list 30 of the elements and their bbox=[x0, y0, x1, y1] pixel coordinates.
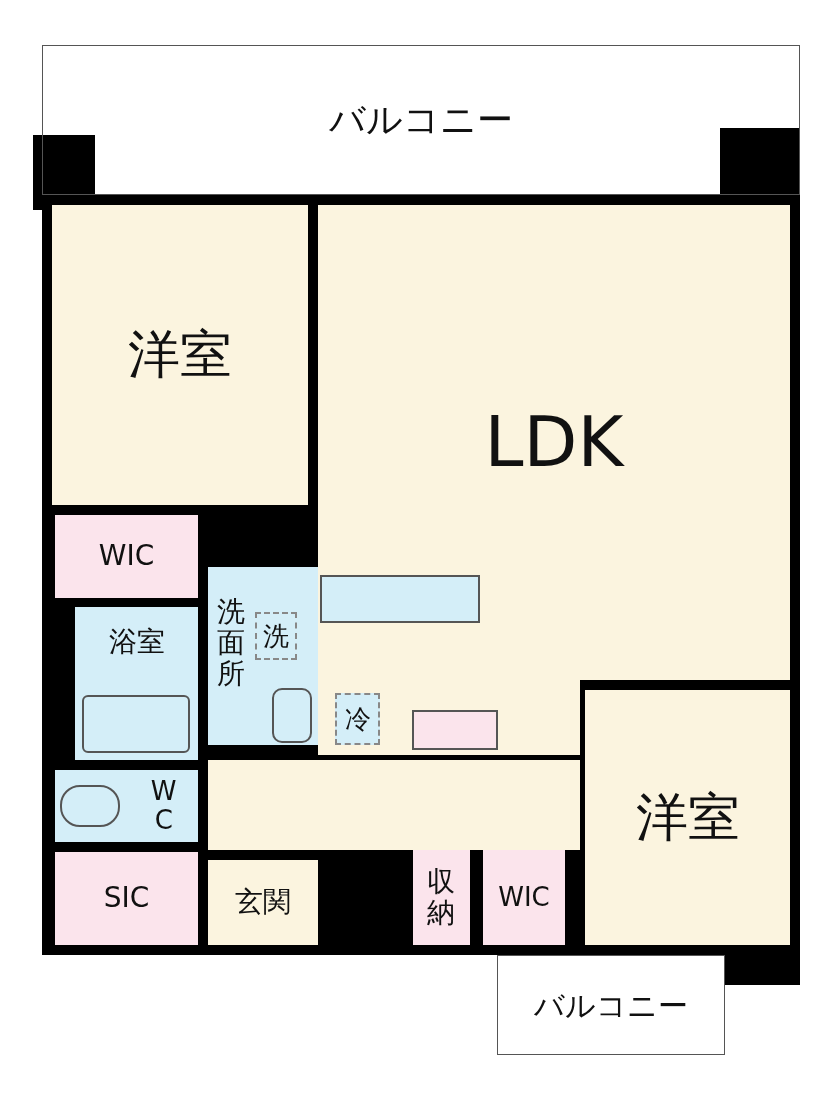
fridge-space bbox=[335, 693, 380, 745]
room-area bbox=[75, 607, 198, 760]
room-area bbox=[208, 860, 318, 945]
room-label: LDK bbox=[484, 404, 624, 481]
room-label: WIC bbox=[98, 541, 155, 572]
room-area bbox=[585, 690, 790, 945]
room-area bbox=[55, 770, 198, 842]
room-label: WIC bbox=[498, 883, 550, 912]
room-label: バルコニー bbox=[534, 988, 688, 1022]
room-label: 洗 bbox=[263, 621, 289, 651]
balcony-area bbox=[42, 45, 800, 195]
room-label: 収納 bbox=[426, 866, 457, 929]
room-label: 玄関 bbox=[235, 887, 291, 918]
room-label: 洋室 bbox=[635, 788, 740, 847]
room-area bbox=[208, 567, 318, 745]
room-label: 冷 bbox=[344, 704, 371, 734]
room-area bbox=[52, 205, 308, 505]
closet-area bbox=[55, 515, 198, 598]
room-area bbox=[318, 205, 790, 680]
closet-area bbox=[413, 850, 470, 945]
room-label: W C bbox=[149, 777, 178, 835]
closet-area bbox=[55, 852, 198, 945]
closet-area bbox=[483, 850, 565, 945]
washer-space bbox=[255, 612, 297, 660]
room-label: 浴室 bbox=[108, 627, 165, 658]
balcony-area bbox=[497, 955, 725, 1055]
room-label: SIC bbox=[103, 883, 150, 914]
room-label: 洗面所 bbox=[216, 597, 247, 690]
room-label: バルコニー bbox=[329, 100, 513, 140]
room-label: 洋室 bbox=[128, 326, 232, 384]
